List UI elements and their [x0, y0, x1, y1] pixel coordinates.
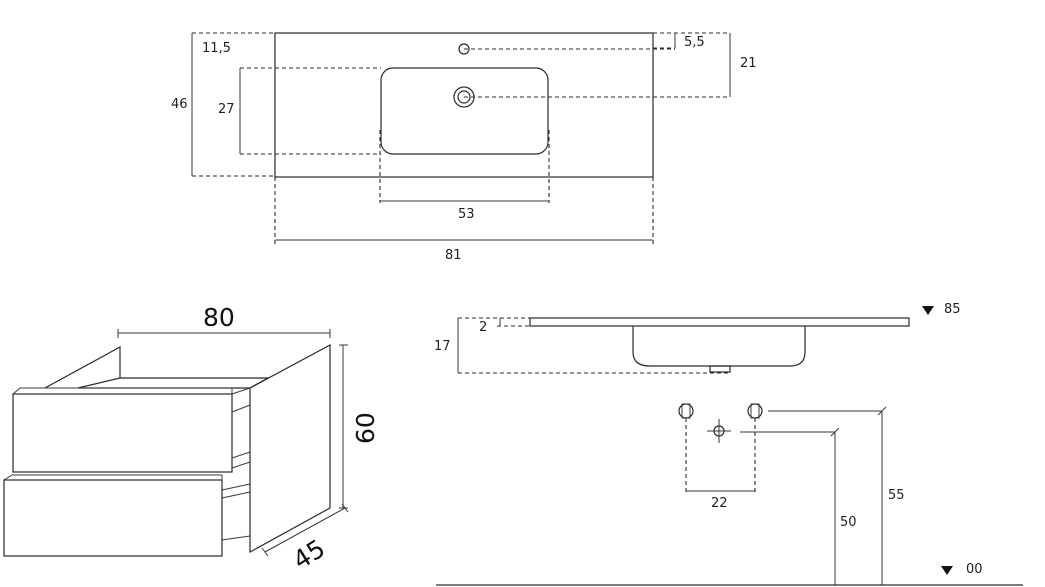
- dim-27-label: 27: [218, 102, 235, 117]
- upper-drawer-top-edge: [12, 387, 233, 395]
- height-dimension-lines: [740, 410, 883, 585]
- basin-bowl: [380, 67, 549, 155]
- dim-17-label: 17: [434, 339, 451, 354]
- side-reference-lines: [458, 317, 730, 374]
- side-dimension-lines: [457, 318, 501, 373]
- basin-side-view: 85 2 17 22 55 50 00: [434, 302, 1023, 586]
- upper-drawer-front: [12, 393, 233, 473]
- drain-point-icon: [707, 419, 731, 443]
- drain-outlet: [709, 365, 731, 373]
- dim-50-label: 50: [840, 515, 857, 530]
- dim-55-label: 55: [888, 488, 905, 503]
- extension-lines: [274, 130, 654, 244]
- depth-dimension-line: [261, 503, 349, 557]
- dim-53-label: 53: [458, 207, 475, 222]
- height-dimension-ticks: [830, 406, 887, 437]
- dim-11-5-label: 11,5: [202, 41, 231, 56]
- tap-hole: [458, 43, 470, 55]
- cabinet-isometric: 80 60 45: [3, 303, 380, 575]
- lower-drawer-front: [3, 479, 223, 557]
- bowl-section: [632, 326, 806, 367]
- dim-2-label: 2: [479, 320, 487, 335]
- drain-inner: [457, 90, 471, 104]
- countertop-section: [529, 317, 910, 327]
- floor-level-marker: [941, 566, 953, 575]
- dim-22-label: 22: [711, 496, 728, 511]
- dim-5-5-label: 5,5: [684, 35, 705, 50]
- lower-drawer-top-edge: [3, 474, 223, 481]
- width-dimension-line: [117, 329, 331, 338]
- level-top-label: 85: [944, 302, 961, 317]
- dim-81-label: 81: [445, 248, 462, 263]
- height-dimension-line: [339, 344, 348, 509]
- cabinet-width-label: 80: [203, 303, 235, 332]
- drawer-runners: [221, 387, 251, 541]
- cabinet-depth-label: 45: [288, 534, 330, 575]
- cabinet-top-rim: [78, 377, 271, 389]
- level-top-marker: [922, 306, 934, 315]
- left-valve-icon: [678, 403, 694, 419]
- reference-lines: [192, 32, 730, 177]
- cabinet-height-label: 60: [351, 412, 380, 444]
- countertop-outline: [274, 32, 654, 178]
- right-valve-icon: [747, 403, 763, 419]
- cabinet-side-panel: [249, 343, 331, 554]
- floor-level-label: 00: [966, 562, 983, 577]
- dim-46-label: 46: [171, 97, 188, 112]
- dim-21-label: 21: [740, 56, 757, 71]
- cabinet-left-back: [44, 345, 121, 389]
- dimension-lines: [191, 33, 731, 241]
- basin-top-view: 11,5 46 27 5,5 21 53 81: [171, 32, 757, 263]
- valve-extension-lines: [685, 418, 756, 492]
